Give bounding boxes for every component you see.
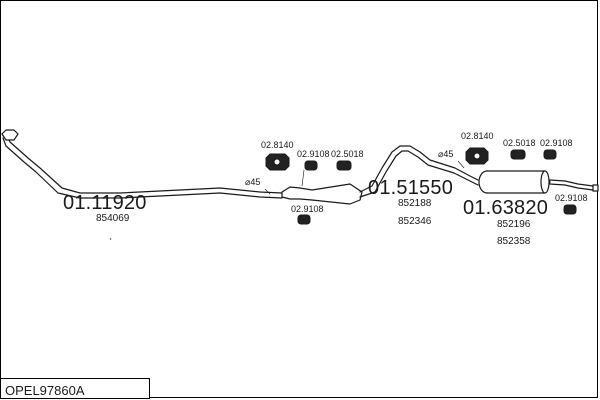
hanger-ring-icon: [304, 160, 318, 171]
rear-muffler: [478, 170, 599, 194]
part-number: 01.11920: [63, 192, 147, 214]
hardware-label: 02.8140: [261, 140, 294, 150]
title-box: OPEL97860A: [0, 378, 150, 399]
oe-number: 854069: [96, 213, 130, 224]
front-pipe: [1, 129, 283, 199]
hanger-ring-icon: [297, 214, 311, 225]
hardware-label: 02.9108: [540, 138, 573, 148]
hardware-label: 02.5018: [331, 149, 364, 159]
diameter-label: ⌀45: [245, 177, 261, 187]
hardware-label: 02.9108: [555, 193, 588, 203]
hardware-label: 02.5018: [503, 138, 536, 148]
hanger-ring-icon: [510, 149, 526, 160]
part-number: 01.51550: [368, 177, 454, 199]
diameter-label: ⌀45: [438, 149, 454, 159]
center-muffler: [281, 145, 479, 205]
oe-number: 852346: [398, 216, 432, 227]
hanger-ring-icon: [563, 204, 577, 215]
hardware-label: 02.9108: [291, 204, 324, 214]
model-code: OPEL97860A: [5, 383, 85, 398]
hanger-ring-icon: [336, 160, 352, 171]
oe-number: 852358: [497, 236, 531, 247]
part-number: 01.63820: [463, 197, 549, 219]
oe-number: 852188: [398, 198, 432, 209]
oe-number: 852196: [497, 219, 531, 230]
hanger-ring-icon: [543, 149, 557, 160]
hanger-rubber-icon: [265, 153, 290, 171]
hardware-label: 02.8140: [461, 131, 494, 141]
hanger-rubber-icon: [465, 147, 489, 165]
hardware-label: 02.9108: [297, 149, 330, 159]
